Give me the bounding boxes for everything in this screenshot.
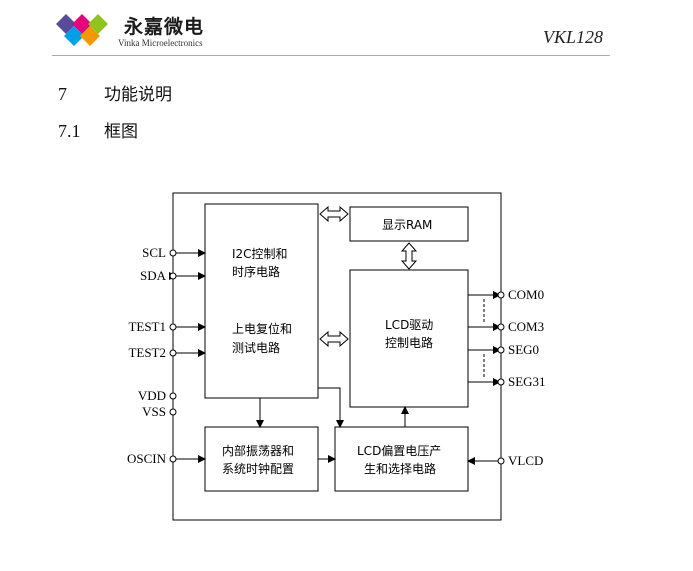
pin-label-test2: TEST2	[128, 345, 166, 360]
pin-label-seg0: SEG0	[508, 342, 539, 357]
section-number: 7	[58, 84, 67, 104]
driver-block-label-2: 控制电路	[385, 335, 433, 350]
lcd-bias-block	[334, 426, 469, 492]
ram-block-label: 显示RAM	[382, 218, 432, 232]
oscillator-block	[204, 426, 319, 492]
section-heading-7-1: 7.1 框图	[58, 117, 138, 142]
pin-label-vdd: VDD	[138, 388, 166, 403]
lcd-driver-block	[349, 269, 469, 408]
logo-subtitle: Vinka Microelectronics	[118, 38, 203, 48]
pin-label-vss: VSS	[142, 404, 166, 419]
section-title: 框图	[104, 122, 138, 142]
section-heading-7: 7 功能说明	[58, 80, 172, 105]
pin-circle	[169, 349, 177, 357]
ram-bus-double-arrow	[319, 205, 349, 223]
pin-circle	[169, 249, 177, 257]
logo-title: 永嘉微电	[124, 16, 205, 38]
driver-bus-double-arrow	[319, 330, 349, 348]
driver-block-label-1: LCD驱动	[385, 318, 433, 332]
pin-circle	[497, 378, 505, 386]
ram-driver-double-arrow	[400, 242, 418, 270]
pin-circle	[497, 346, 505, 354]
osc-block-label-2: 系统时钟配置	[222, 461, 294, 476]
vinka-logo-icon	[56, 14, 108, 46]
pin-circle	[169, 272, 177, 280]
reset-block-label-1: 上电复位和	[232, 321, 292, 336]
pin-label-scl: SCL	[142, 245, 166, 260]
ctrl-to-bias-arrow	[318, 387, 344, 428]
pin-circle	[497, 457, 505, 465]
pin-circle	[169, 323, 177, 331]
section-title: 功能说明	[104, 85, 172, 105]
pin-circle	[497, 291, 505, 299]
pin-circle	[169, 392, 177, 400]
pin-label-seg31: SEG31	[508, 374, 546, 389]
pin-circle	[169, 455, 177, 463]
pin-circle	[497, 323, 505, 331]
bias-block-label-1: LCD偏置电压产	[357, 443, 441, 458]
pin-label-test1: TEST1	[128, 319, 166, 334]
pin-circle	[169, 408, 177, 416]
section-number: 7.1	[58, 121, 81, 141]
pin-label-com3: COM3	[508, 319, 544, 334]
pin-label-sda: SDA	[140, 268, 167, 283]
bias-block-label-2: 生和选择电路	[364, 461, 436, 476]
header-divider	[52, 55, 610, 56]
pin-label-oscin: OSCIN	[127, 451, 167, 466]
display-ram-block	[349, 206, 469, 242]
document-code: VKL128	[542, 27, 603, 47]
reset-block-label-2: 测试电路	[232, 340, 280, 355]
pin-label-com0: COM0	[508, 287, 544, 302]
pin-label-vlcd: VLCD	[508, 453, 543, 468]
i2c-block-label-1: I2C控制和	[232, 247, 288, 261]
i2c-block-label-2: 时序电路	[232, 264, 280, 279]
osc-block-label-1: 内部振荡器和	[222, 443, 294, 458]
i2c-and-reset-block	[204, 203, 319, 399]
